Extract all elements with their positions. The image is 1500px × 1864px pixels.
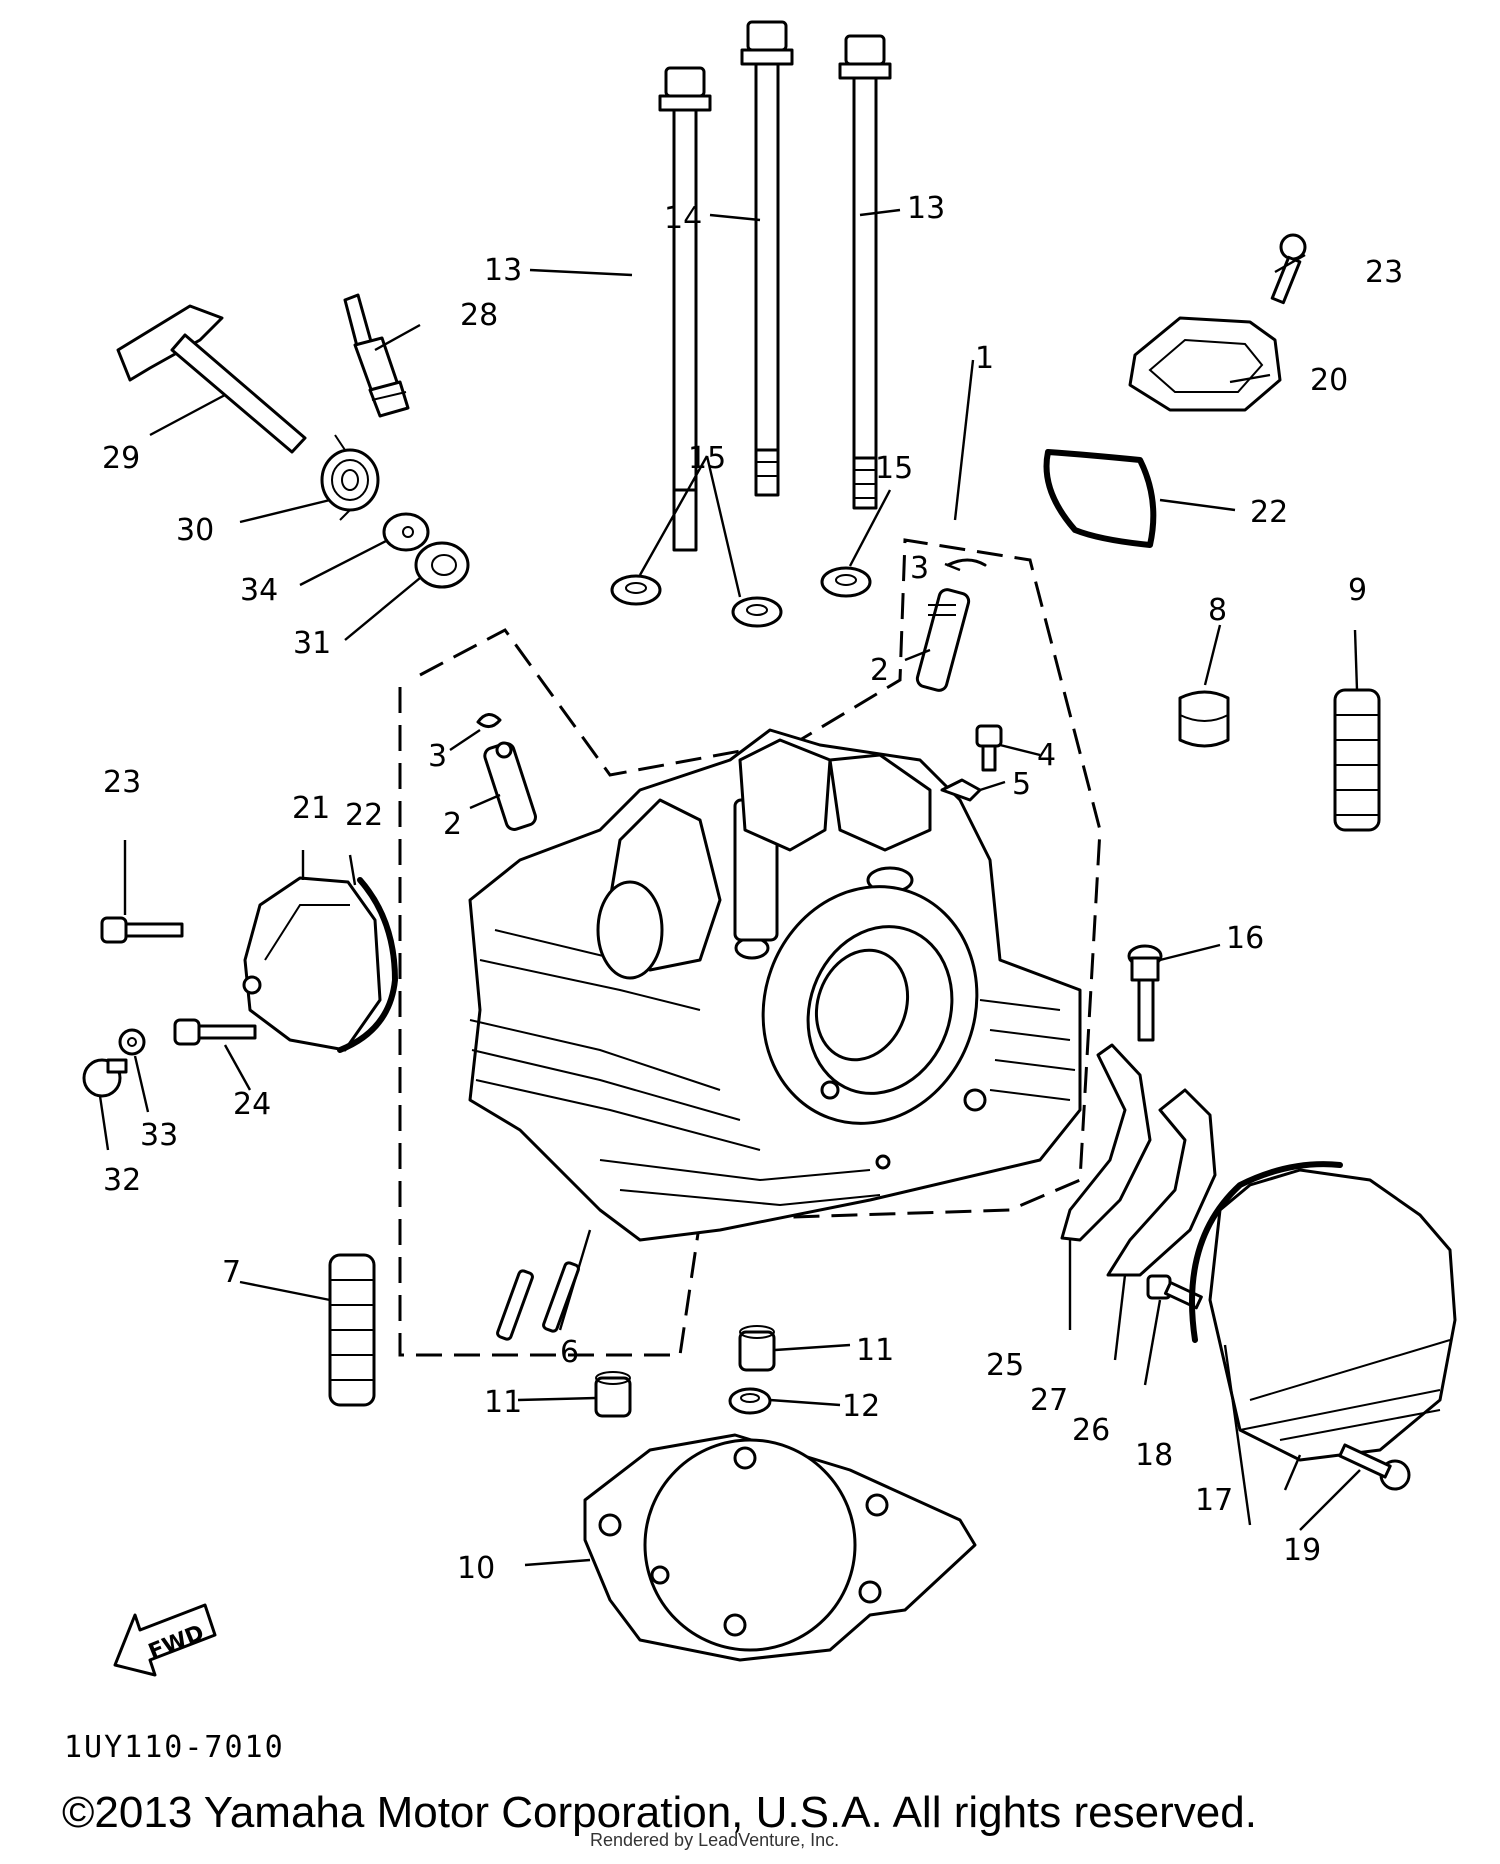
washer-33 (118, 1028, 146, 1056)
callout-22: 22 (345, 798, 383, 833)
cylinder-head-bolt-13-right (838, 34, 892, 510)
callout-3: 3 (910, 551, 929, 586)
callout-20: 20 (1310, 363, 1348, 398)
callout-23: 23 (103, 765, 141, 800)
callout-15: 15 (688, 441, 726, 476)
washer-34 (382, 512, 430, 552)
callout-31: 31 (293, 626, 331, 661)
callout-28: 28 (460, 298, 498, 333)
callout-34: 34 (240, 573, 278, 608)
stud-9 (1333, 688, 1381, 832)
o-ring-22-upper (1043, 449, 1157, 548)
valve-guide-2-left (483, 741, 537, 831)
callout-7: 7 (222, 1255, 241, 1290)
callout-11: 11 (484, 1385, 522, 1420)
bolt-4 (975, 724, 1003, 772)
callout-12: 12 (842, 1389, 880, 1424)
valve-guide-2-right (915, 588, 971, 692)
callout-2: 2 (443, 807, 462, 842)
bolt-23-upper (1270, 233, 1307, 305)
callout-11: 11 (856, 1333, 894, 1368)
plug-32 (82, 1058, 128, 1098)
tappet-cover-20 (1128, 316, 1282, 412)
callout-24: 24 (233, 1087, 271, 1122)
spark-plug-28 (343, 293, 410, 418)
callout-14: 14 (664, 201, 702, 236)
callout-15: 15 (875, 451, 913, 486)
callout-13: 13 (484, 253, 522, 288)
cylinder-head-bolt-14 (740, 20, 794, 497)
diagram-code: 1UY110-7010 (64, 1730, 285, 1765)
callout-17: 17 (1195, 1483, 1233, 1518)
callout-27: 27 (1030, 1383, 1068, 1418)
bolt-19 (1338, 1443, 1411, 1491)
circlip-3-right (946, 558, 987, 567)
callout-8: 8 (1208, 593, 1227, 628)
assembly-outline (398, 538, 1102, 1357)
cylinder-head-gasket-10 (583, 1433, 977, 1662)
dowel-pin-11-left (594, 1371, 632, 1418)
callout-23: 23 (1365, 255, 1403, 290)
dowel-pin-11-right (738, 1325, 776, 1372)
bolt-23-left (100, 916, 184, 944)
rendered-by-notice: Rendered by LeadVenture, Inc. (590, 1830, 840, 1850)
callout-6: 6 (560, 1335, 579, 1370)
oil-seal-31 (414, 541, 470, 589)
bolt-24 (173, 1018, 257, 1046)
callout-19: 19 (1283, 1533, 1321, 1568)
callout-30: 30 (176, 513, 214, 548)
plate-25 (1060, 1043, 1152, 1242)
stud-6 (496, 1261, 580, 1341)
leader-lines (98, 208, 1361, 1567)
cylinder-head-bolt-13-left (658, 66, 712, 552)
o-ring-18 (1189, 1161, 1343, 1343)
callout-1: 1 (975, 341, 994, 376)
washer-15 (610, 566, 872, 628)
callout-21: 21 (292, 791, 330, 826)
stud-7 (328, 1253, 376, 1407)
callout-18: 18 (1135, 1438, 1173, 1473)
gasket-27 (1106, 1088, 1217, 1277)
o-ring-22-left (337, 877, 398, 1053)
callout-22: 22 (1250, 495, 1288, 530)
callout-16: 16 (1226, 921, 1264, 956)
callout-4: 4 (1037, 738, 1056, 773)
callout-25: 25 (986, 1348, 1024, 1383)
o-ring-12 (728, 1387, 772, 1415)
callout-29: 29 (102, 441, 140, 476)
copyright-notice: ©2013 Yamaha Motor Corporation, U.S.A. A… (62, 1788, 1257, 1837)
callout-13: 13 (907, 191, 945, 226)
callout-2: 2 (870, 653, 889, 688)
cap-8 (1178, 690, 1230, 748)
callout-9: 9 (1348, 573, 1367, 608)
decompression-lever-29 (116, 304, 307, 454)
cover-17 (1208, 1168, 1457, 1462)
callout-33: 33 (140, 1118, 178, 1153)
callout-3: 3 (428, 739, 447, 774)
spring-30 (320, 434, 380, 521)
forward-direction-arrow: FWD (113, 1603, 217, 1677)
callout-26: 26 (1072, 1413, 1110, 1448)
callout-10: 10 (457, 1551, 495, 1586)
bolt-16 (1127, 944, 1163, 1042)
callout-numbers: 1 2 2 3 3 4 5 6 7 8 9 10 11 11 12 13 13 … (102, 191, 1403, 1586)
callout-32: 32 (103, 1163, 141, 1198)
callout-5: 5 (1012, 767, 1031, 802)
tappet-cover-21 (242, 876, 382, 1052)
circlip-3-left (476, 713, 502, 728)
cylinder-head (468, 728, 1082, 1242)
